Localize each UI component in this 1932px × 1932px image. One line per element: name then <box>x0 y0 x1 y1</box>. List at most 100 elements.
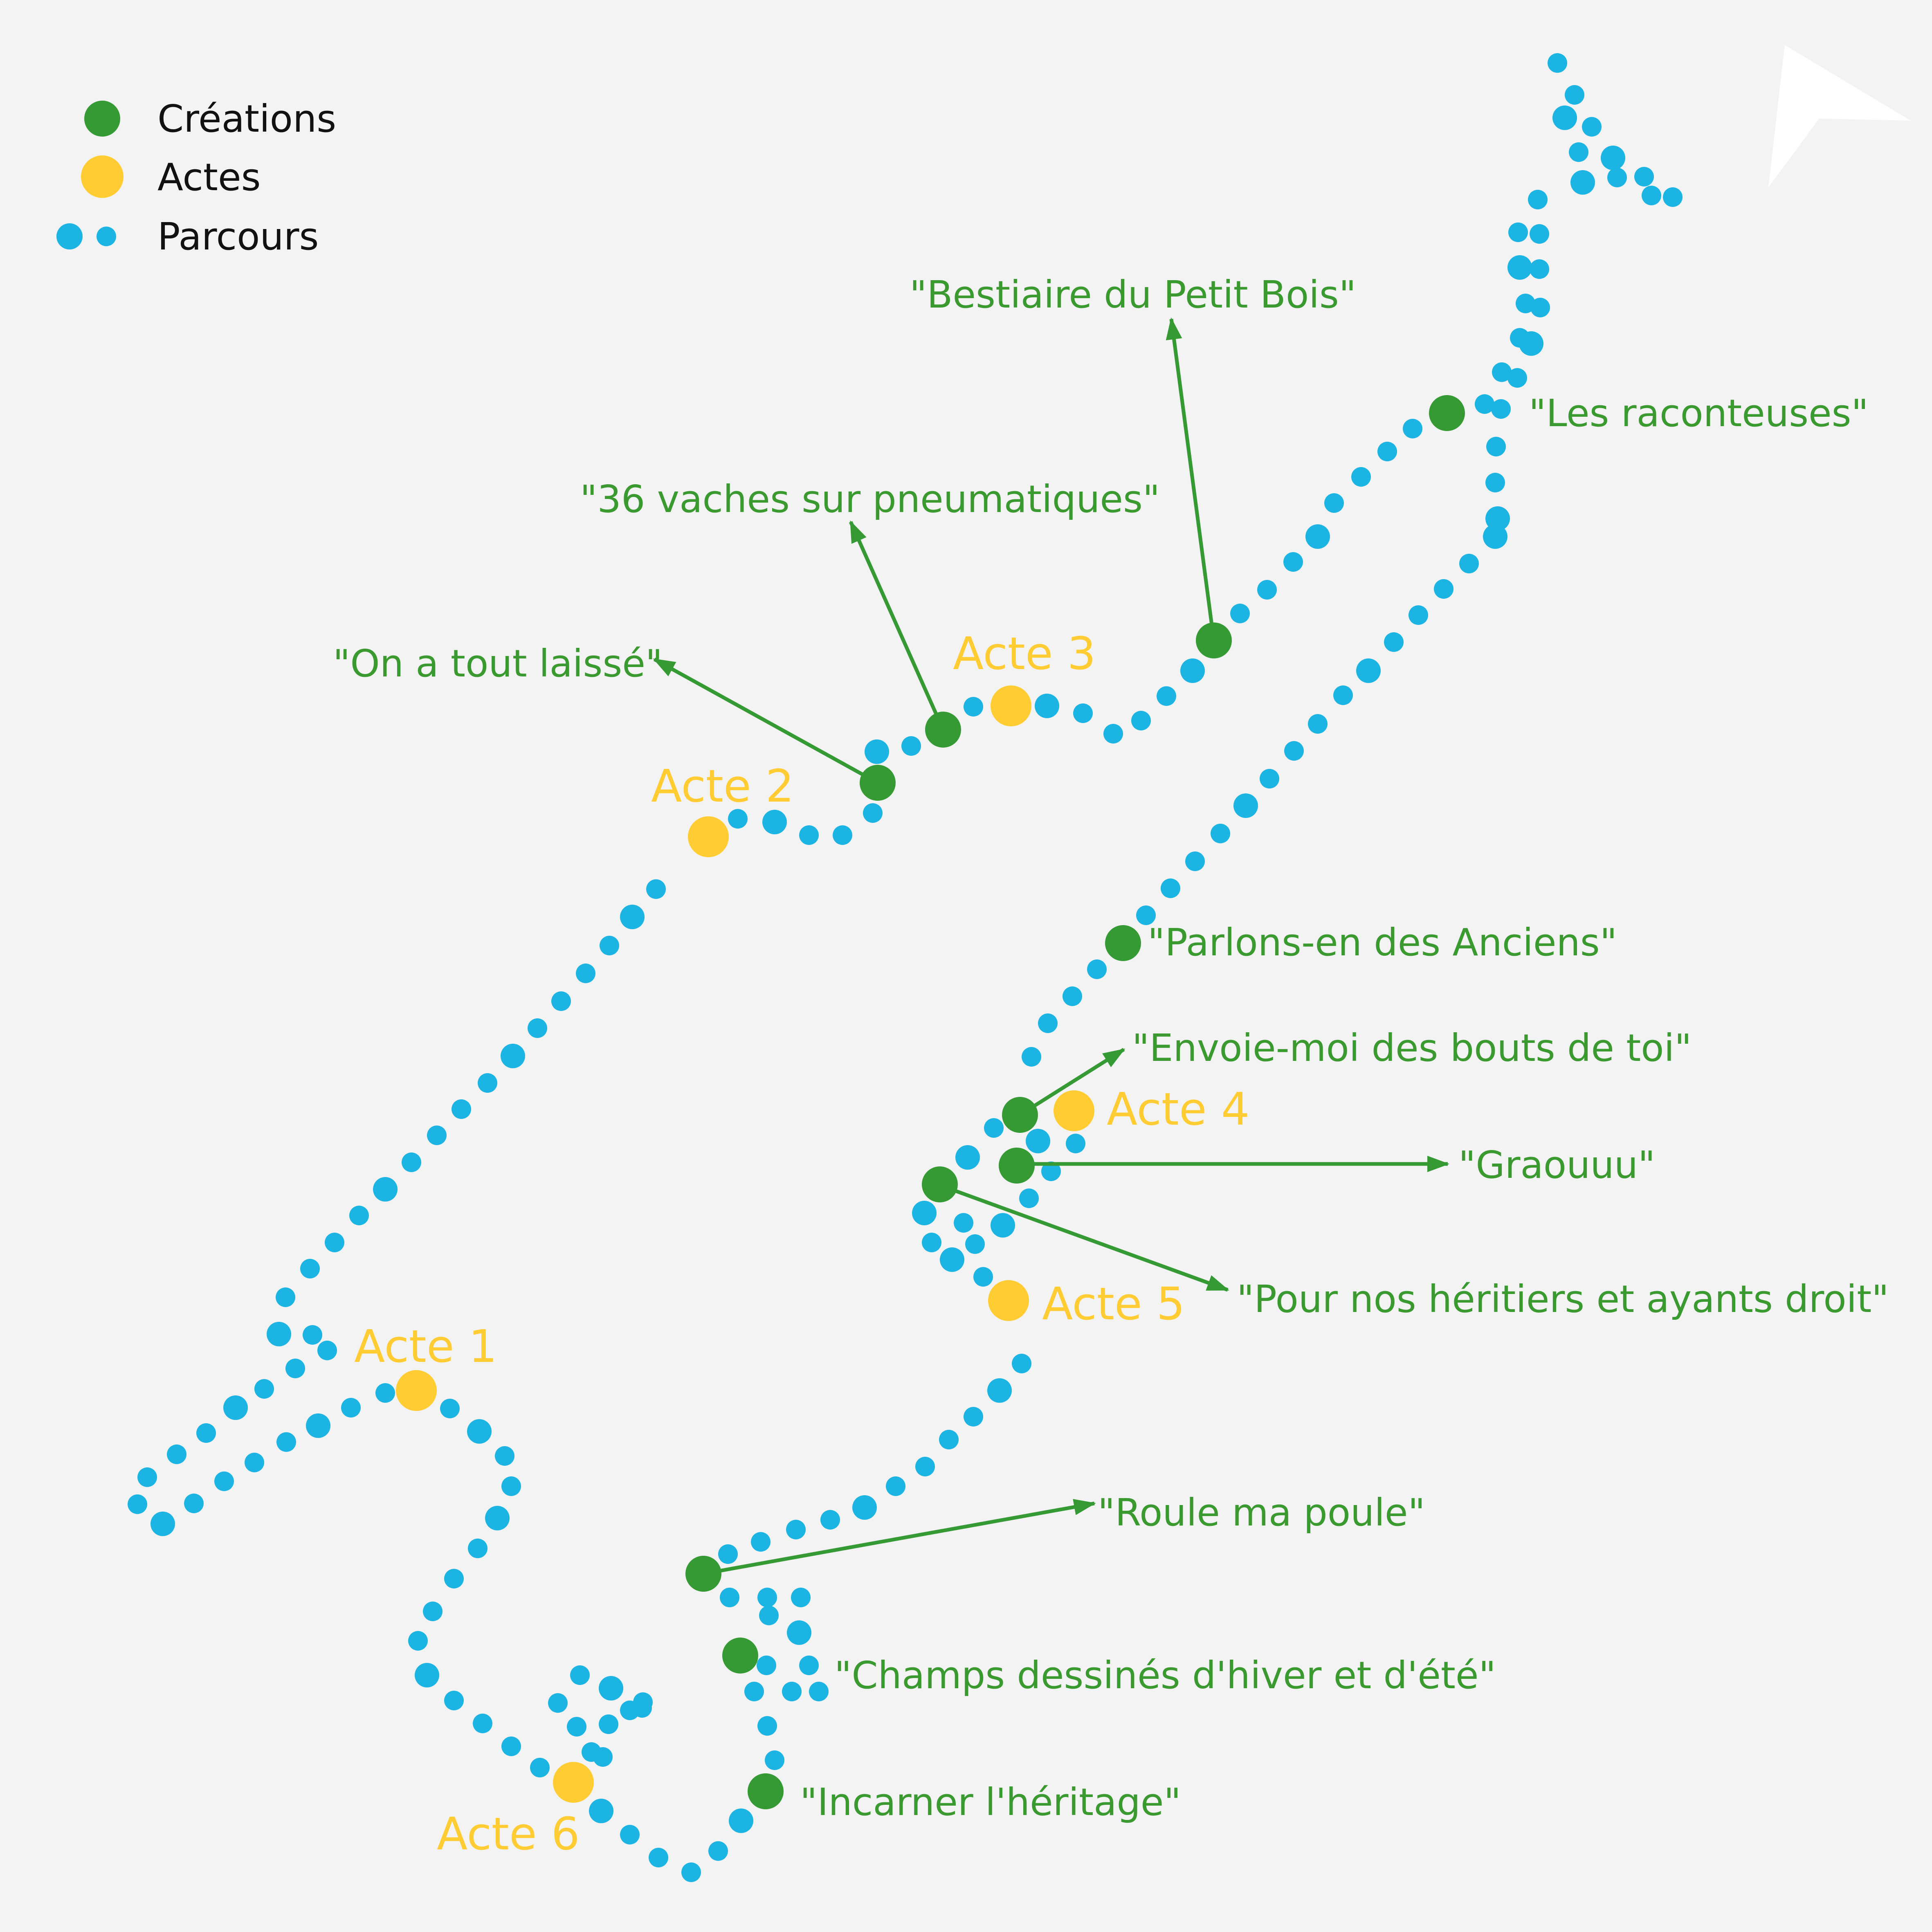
legend-creations-label: Créations <box>157 97 336 141</box>
creation-vaches-marker <box>925 712 961 748</box>
parcours-dot <box>276 1432 296 1452</box>
parcours-dot <box>408 1631 428 1651</box>
creation-roule-marker <box>685 1556 721 1592</box>
parcours-dot <box>1157 686 1176 706</box>
parcours-dot <box>1569 142 1588 162</box>
parcours-dot <box>757 1588 777 1607</box>
parcours-dot <box>184 1494 204 1513</box>
parcours-dot <box>276 1287 295 1307</box>
parcours-dot <box>1507 368 1527 388</box>
arrow-heritiers <box>939 1183 1229 1292</box>
parcours-dot <box>1582 117 1602 137</box>
parcours-dot <box>349 1206 369 1225</box>
parcours-dot <box>1601 146 1625 170</box>
connector-arrows <box>653 317 1449 1576</box>
parcours-dot <box>1230 604 1250 623</box>
parcours-dot <box>285 1359 305 1378</box>
parcours-dot <box>820 1510 840 1530</box>
parcours-dot <box>799 1656 819 1675</box>
parcours-dot <box>373 1177 398 1202</box>
creation-bestiaire-label: "Bestiaire du Petit Bois" <box>910 273 1356 317</box>
parcours-dot <box>1459 554 1479 573</box>
parcours-dot <box>551 991 571 1011</box>
parcours-dot <box>1492 362 1512 382</box>
acte-5-marker <box>988 1280 1029 1321</box>
parcours-dot <box>1180 658 1205 683</box>
parcours-dot <box>1508 222 1528 242</box>
legend-creation-swatch <box>84 101 120 137</box>
parcours-dot <box>468 1539 487 1558</box>
parcours-dot <box>1384 632 1404 652</box>
parcours-dot <box>787 1620 811 1645</box>
parcours-dot <box>402 1152 421 1172</box>
parcours-dot <box>1233 793 1258 818</box>
parcours-dot <box>1607 168 1627 187</box>
parcours-dot <box>1351 467 1371 487</box>
legend-parcours-swatch-large <box>56 223 83 249</box>
parcours-dot <box>1284 741 1304 761</box>
parcours-dot <box>582 1742 601 1762</box>
parcours-dot <box>1663 187 1683 207</box>
parcours-dot <box>303 1325 322 1345</box>
parcours-dot <box>501 1737 521 1756</box>
creation-tout-laisse-label: "On a tout laissé" <box>333 642 663 685</box>
creation-anciens-label: "Parlons-en des Anciens" <box>1148 921 1617 964</box>
parcours-dot <box>600 936 619 955</box>
parcours-dot <box>1485 473 1505 492</box>
parcours-dot <box>940 1247 964 1272</box>
parcours-dot <box>151 1512 175 1536</box>
parcours-dot <box>300 1259 320 1278</box>
acte-1-label: Acte 1 <box>354 1320 497 1373</box>
creation-champs-label: "Champs dessinés d'hiver et d'été" <box>834 1653 1496 1697</box>
creation-vaches-label: "36 vaches sur pneumatiques" <box>580 477 1160 521</box>
legend-parcours-swatch-small <box>97 227 116 246</box>
parcours-dot <box>1041 1161 1061 1181</box>
parcours-dot <box>473 1714 492 1733</box>
parcours-dot <box>964 697 983 717</box>
parcours-dot <box>1516 294 1535 313</box>
parcours-dot <box>718 1544 738 1564</box>
parcours-dot <box>1409 605 1428 625</box>
parcours-dot <box>1161 878 1180 898</box>
parcours-dot <box>495 1446 514 1466</box>
creation-raconteuses-marker <box>1429 395 1465 431</box>
parcours-dot <box>1356 658 1381 683</box>
parcours-dot <box>1063 986 1082 1006</box>
parcours-dot <box>1022 1047 1041 1067</box>
parcours-dot <box>765 1750 784 1770</box>
parcours-dots <box>128 53 1683 1882</box>
arrow-tout-laisse <box>653 658 879 784</box>
parcours-dot <box>1642 186 1661 205</box>
parcours-dot <box>567 1717 586 1737</box>
acte-4-label: Acte 4 <box>1107 1083 1250 1135</box>
creations-labels: "Les raconteuses" "Bestiaire du Petit Bo… <box>333 273 1889 1824</box>
acte-2-label: Acte 2 <box>651 760 794 812</box>
parcours-dot <box>427 1126 447 1145</box>
parcours-dot <box>1565 85 1584 105</box>
creation-raconteuses-label: "Les raconteuses" <box>1529 391 1869 435</box>
parcours-dot <box>1483 524 1507 549</box>
parcours-dot <box>922 1233 941 1252</box>
actes-markers <box>396 685 1094 1803</box>
parcours-dot <box>501 1476 521 1496</box>
creation-bouts-marker <box>1002 1097 1038 1133</box>
parcours-dot <box>415 1663 439 1687</box>
parcours-dot <box>1491 399 1511 419</box>
parcours-dot <box>478 1073 497 1093</box>
parcours-dot <box>325 1233 344 1252</box>
parcours-dot <box>786 1520 806 1539</box>
parcours-dot <box>809 1682 829 1701</box>
parcours-dot <box>646 879 666 899</box>
creation-roule-label: "Roule ma poule" <box>1098 1491 1425 1534</box>
parcours-dot <box>1185 851 1205 871</box>
parcours-dot <box>137 1467 157 1487</box>
legend-parcours-label: Parcours <box>157 215 319 258</box>
acte-6-marker <box>553 1762 594 1803</box>
parcours-dot <box>245 1453 264 1472</box>
creation-incarner-label: "Incarner l'héritage" <box>800 1780 1181 1824</box>
parcours-dot <box>1485 506 1510 531</box>
parcours-dot <box>1035 694 1059 718</box>
parcours-dot <box>467 1419 492 1444</box>
actes-labels: Acte 1 Acte 2 Acte 3 Acte 4 Acte 5 Acte … <box>354 627 1250 1860</box>
parcours-dot <box>620 905 645 929</box>
